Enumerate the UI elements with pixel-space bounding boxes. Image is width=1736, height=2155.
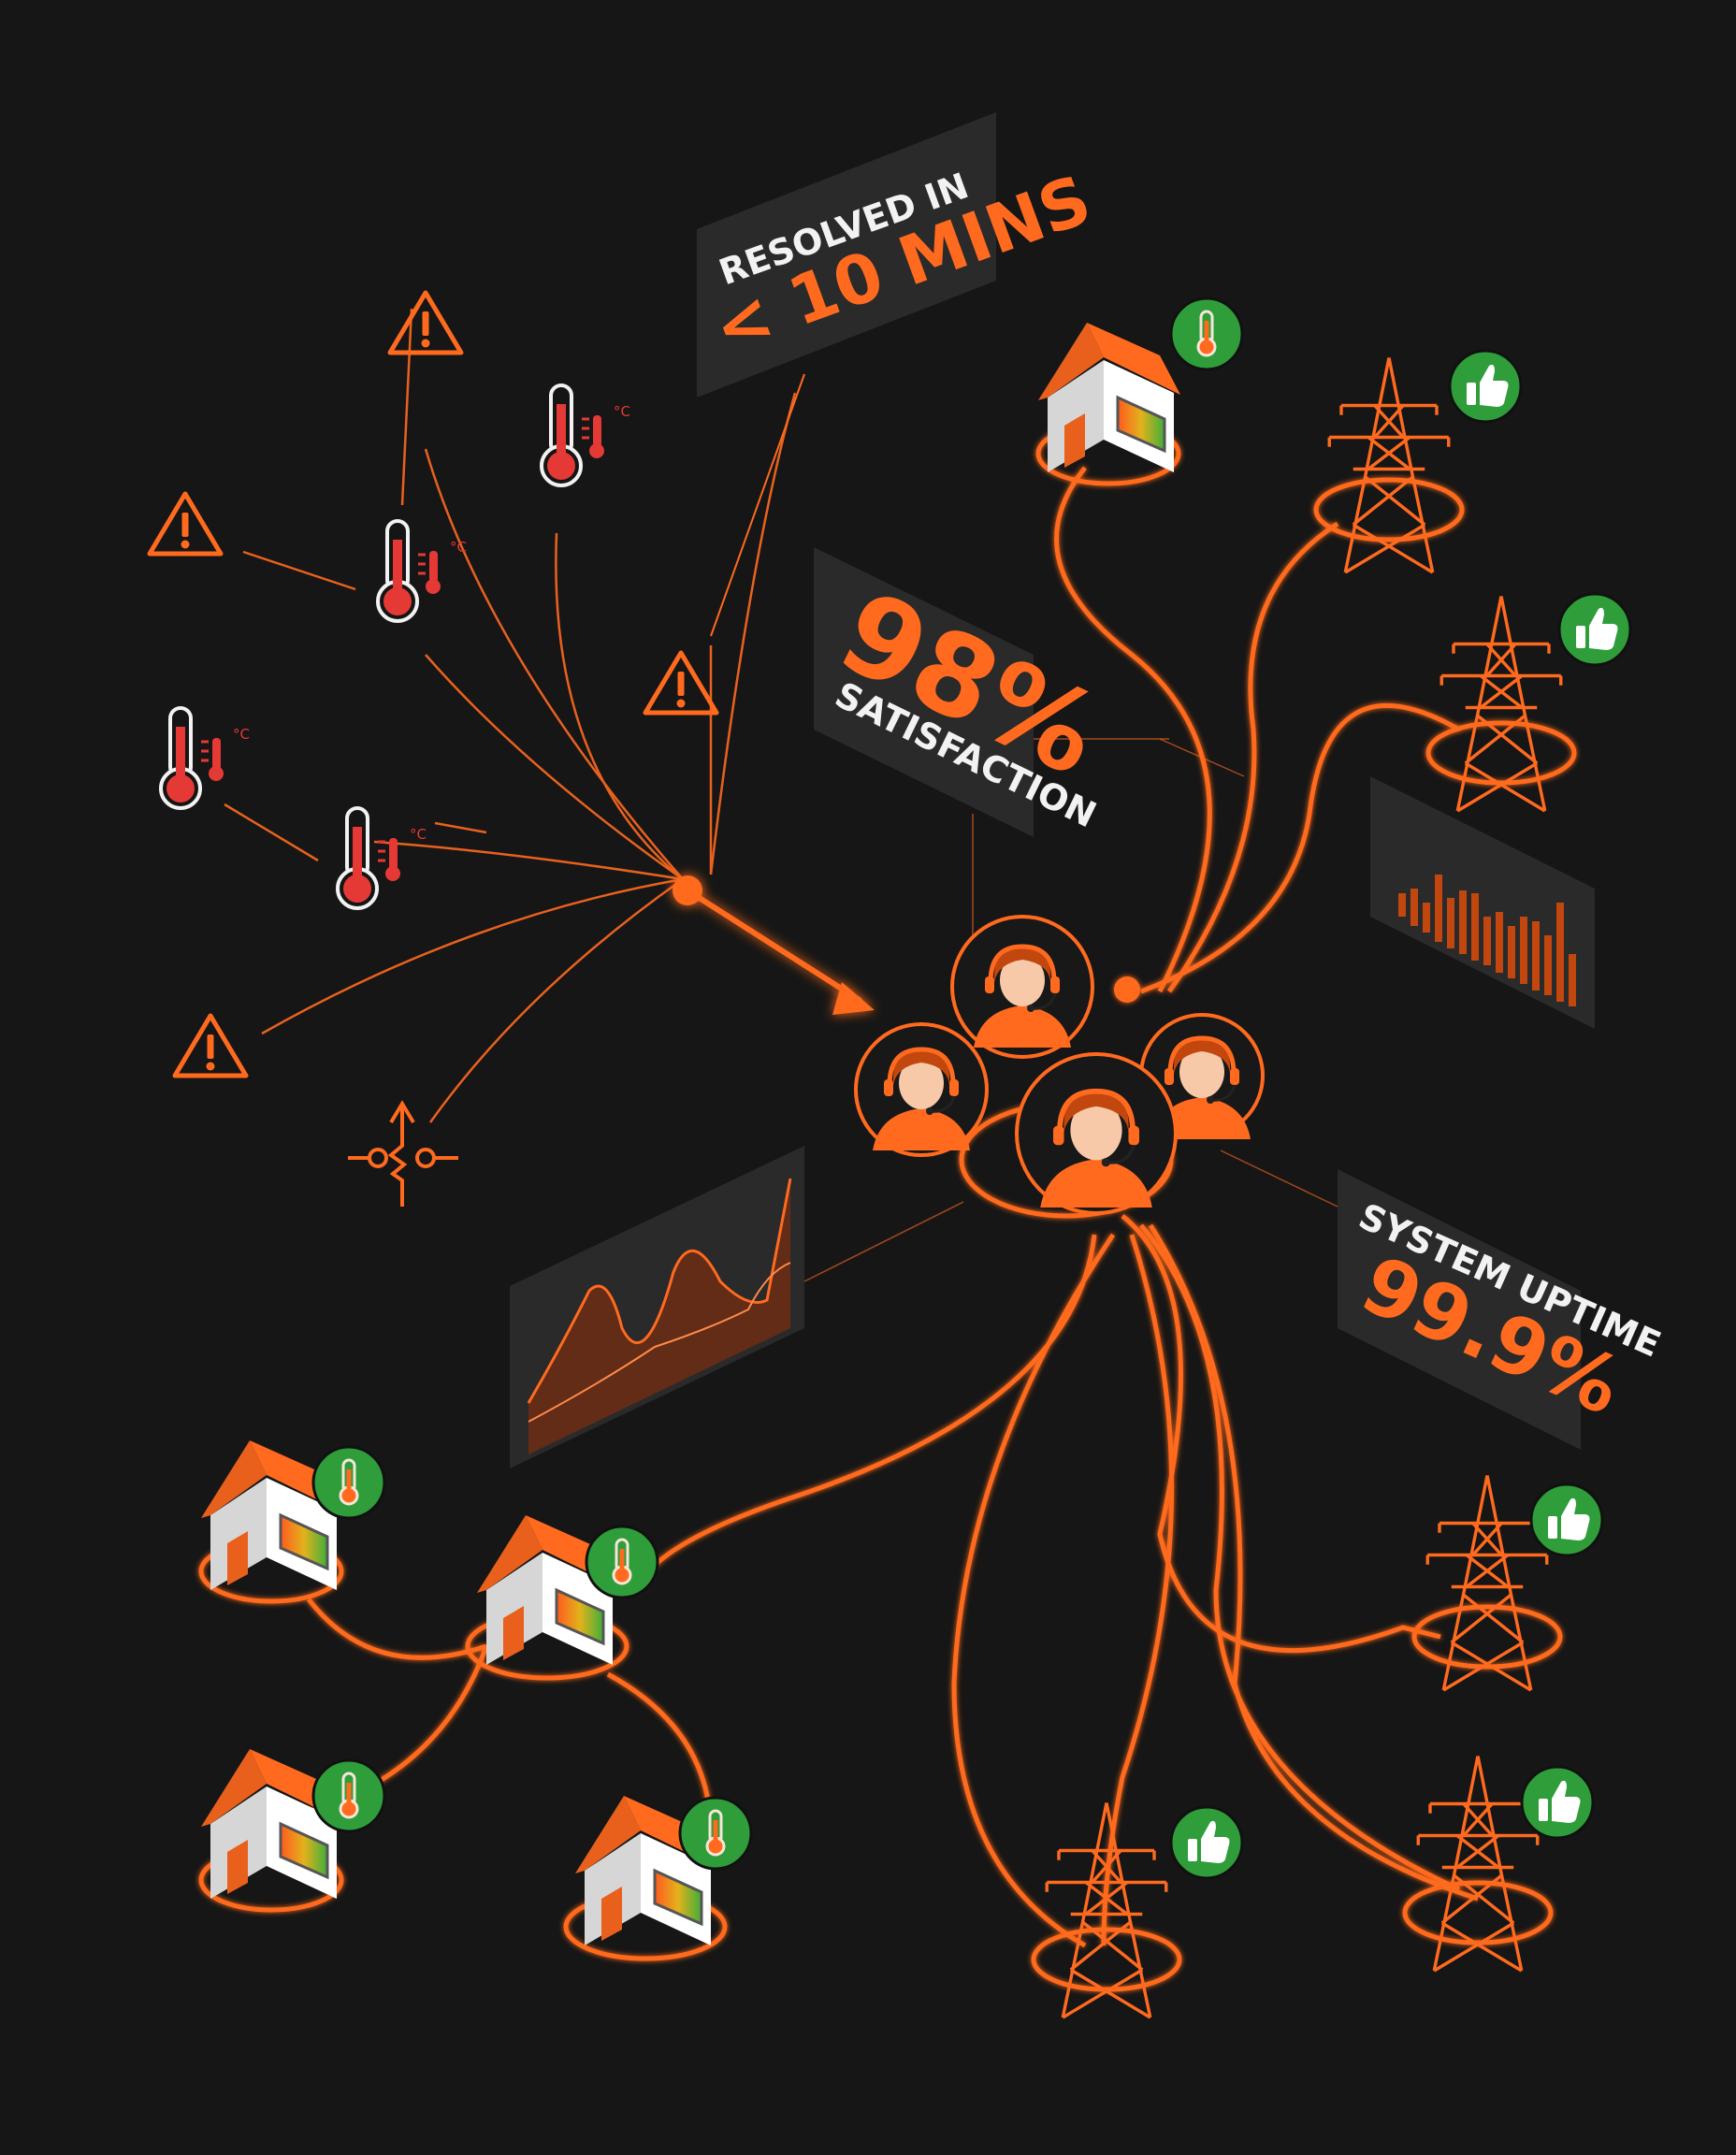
thermometer-ok-badge: [311, 1758, 386, 1833]
thumbs-up-icon: [1520, 1765, 1595, 1840]
satisfaction-panel: 98% SATISFACTION: [814, 547, 1245, 935]
support-agent-icon: [950, 915, 1094, 1059]
tower-5: [1031, 1801, 1244, 2019]
house-bottom-left-2: [465, 1513, 659, 1699]
warning-icon: [175, 1016, 246, 1076]
warning-icon: [645, 653, 716, 713]
tower-3: [1411, 1473, 1604, 1692]
circuit-breaker-icon: [348, 1100, 458, 1207]
thumbs-up-icon: [1557, 592, 1632, 667]
transmission-tower-icon: [1425, 1473, 1549, 1692]
thermometer-ok-badge: [1169, 296, 1244, 371]
thermometer-ok-badge: [678, 1796, 753, 1871]
tower-1: [1313, 349, 1523, 574]
unit-label: °C: [450, 539, 467, 556]
line-chart-panel: [510, 1146, 964, 1468]
bar-chart-bars: [1398, 875, 1576, 1006]
thumbs-up-icon: [1448, 349, 1523, 424]
unit-label: °C: [614, 403, 630, 420]
thumbs-up-icon: [1169, 1805, 1244, 1880]
unit-label: °C: [410, 826, 427, 843]
uptime-panel: SYSTEM UPTIME 99.9%: [1220, 1150, 1667, 1450]
thermometer-alert-icon: [376, 519, 442, 623]
alert-feed-lines: [224, 308, 797, 1123]
support-agent-icon: [854, 1022, 989, 1157]
thermometer-ok-badge: [311, 1445, 386, 1520]
thermometer-alert-icon: [159, 706, 225, 810]
house-bottom-left-1: [198, 1439, 386, 1625]
routing-beam: [673, 875, 875, 1015]
warning-icon: [150, 494, 221, 554]
support-team: [854, 915, 1265, 1219]
bar-chart-panel: [1370, 776, 1595, 1029]
house-bottom-left-4: [563, 1794, 753, 1980]
thermometer-alert-icon: [336, 806, 402, 910]
house-top-right: [1035, 296, 1244, 507]
thermometer-alert-icon: [540, 383, 606, 487]
tower-4: [1402, 1754, 1595, 1973]
thumbs-up-icon: [1529, 1482, 1604, 1557]
house-bottom-left-3: [198, 1747, 386, 1933]
warning-icon: [390, 293, 461, 353]
house-icon: [1036, 321, 1182, 507]
support-agent-icon: [1015, 1052, 1178, 1215]
thermometer-unit-labels: °C °C °C °C: [233, 403, 630, 843]
tower-2: [1425, 592, 1632, 813]
unit-label: °C: [233, 726, 250, 743]
thermometer-ok-badge: [585, 1525, 659, 1599]
